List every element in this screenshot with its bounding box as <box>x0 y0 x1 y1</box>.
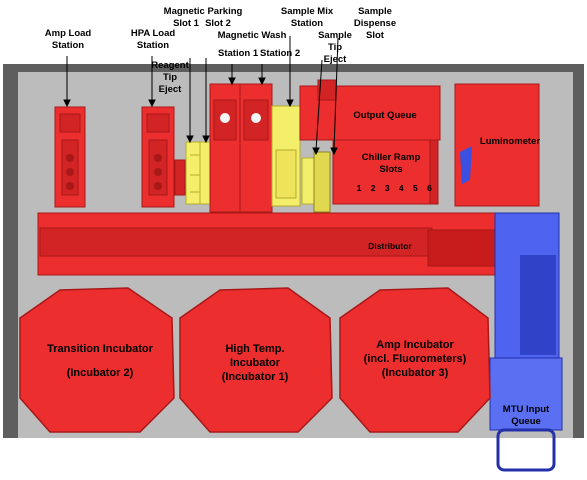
mag-wash-line: Magnetic Wash <box>217 30 287 41</box>
magnetic-wash-title: Magnetic Wash <box>212 30 292 42</box>
mag-slot1: Slot 1 <box>173 18 199 29</box>
sample-mix-line2: Station <box>290 18 324 29</box>
inc1-sub: (Incubator 1) <box>221 371 289 383</box>
sample-tip-line2: Tip <box>327 42 343 53</box>
luminometer <box>454 83 540 207</box>
chiller-ramp-slots <box>332 139 439 205</box>
transition-incubator-label: Transition Incubator (Incubator 2) <box>30 342 170 380</box>
mag-slot2: Slot 2 <box>205 18 231 29</box>
amp-load-line2: Station <box>51 40 85 51</box>
high-temp-incubator-label: High Temp. Incubator (Incubator 1) <box>190 342 320 384</box>
hpa-load-station <box>141 106 175 208</box>
mtu-line1: MTU Input <box>502 404 550 415</box>
amp-incubator-label: Amp Incubator (incl. Fluorometers) (Incu… <box>340 338 490 380</box>
output-queue-text: Output Queue <box>353 110 417 121</box>
magnetic-wash-station1: Station 1 <box>218 48 258 60</box>
distributor <box>37 212 519 276</box>
magnetic-parking-title: Magnetic Parking <box>158 6 248 18</box>
distributor-label: Distributor <box>360 240 420 252</box>
chiller-slot-numbers: 1 2 3 4 5 6 <box>356 182 436 194</box>
amp-load-station-label: Amp Load Station <box>38 28 98 52</box>
sample-dispense-line2: Dispense <box>353 18 397 29</box>
sample-mix-station <box>271 105 301 207</box>
luminometer-label: Luminometer <box>472 136 548 148</box>
sample-dispense-line1: Sample <box>358 6 392 17</box>
magnetic-wash-stations <box>209 83 273 213</box>
reagent-line2: Tip <box>162 72 178 83</box>
pointer-arrows <box>63 36 339 156</box>
sample-mix-line1: Sample Mix <box>280 6 334 17</box>
chiller-numbers: 1 2 3 4 5 6 <box>356 183 436 193</box>
sample-tip-eject <box>301 157 315 205</box>
chiller-line1: Chiller Ramp <box>361 152 421 163</box>
high-temp-incubator <box>179 287 333 433</box>
reagent-line1: Reagent <box>151 60 189 71</box>
amp-load-line1: Amp Load <box>44 28 92 39</box>
wash-station2: Station 2 <box>260 48 301 59</box>
hpa-load-line1: HPA Load <box>130 28 176 39</box>
sample-mix-station-label: Sample Mix Station <box>280 6 334 30</box>
sample-tip-line3: Eject <box>323 54 347 65</box>
inc3-sub: (Incubator 3) <box>381 367 449 379</box>
sample-dispense-slot <box>313 151 331 213</box>
distributor-text: Distributor <box>368 241 412 251</box>
mtu-input-queue-label: MTU Input Queue <box>494 404 558 428</box>
sample-tip-eject-label: Sample Tip Eject <box>318 30 352 66</box>
output-queue-label: Output Queue <box>350 110 420 122</box>
mtu-input-queue <box>489 212 563 472</box>
mag-parking-line: Magnetic Parking <box>163 6 243 17</box>
inc1-name2: Incubator <box>229 357 281 369</box>
luminometer-text: Luminometer <box>479 136 541 147</box>
magnetic-parking-slot2: Slot 2 <box>202 18 234 30</box>
wash-station1: Station 1 <box>218 48 259 59</box>
magnetic-parking-slots <box>185 141 213 205</box>
reagent-tip-eject <box>174 159 186 196</box>
hpa-load-line2: Station <box>136 40 170 51</box>
chiller-line2: Slots <box>379 164 403 175</box>
amp-load-station <box>54 106 86 208</box>
inc3-name2: (incl. Fluorometers) <box>363 353 467 365</box>
inc3-name: Amp Incubator <box>376 339 454 351</box>
transition-incubator <box>19 287 175 433</box>
chiller-ramp-label: Chiller Ramp Slots <box>356 152 426 176</box>
inc2-spacer <box>30 356 170 366</box>
reagent-line3: Eject <box>158 84 182 95</box>
inc2-sub: (Incubator 2) <box>66 367 134 379</box>
inc2-name: Transition Incubator <box>47 343 153 355</box>
sample-dispense-slot-label: Sample Dispense Slot <box>350 6 400 42</box>
sample-dispense-line3: Slot <box>366 30 384 41</box>
sample-tip-line1: Sample <box>318 30 352 41</box>
reagent-tip-eject-label: Reagent Tip Eject <box>150 60 190 96</box>
amp-incubator <box>339 287 491 433</box>
inc1-name: High Temp. <box>225 343 285 355</box>
magnetic-parking-slot1: Slot 1 <box>170 18 202 30</box>
magnetic-wash-station2: Station 2 <box>260 48 300 60</box>
mtu-line2: Queue <box>511 416 541 427</box>
hpa-load-station-label: HPA Load Station <box>123 28 183 52</box>
